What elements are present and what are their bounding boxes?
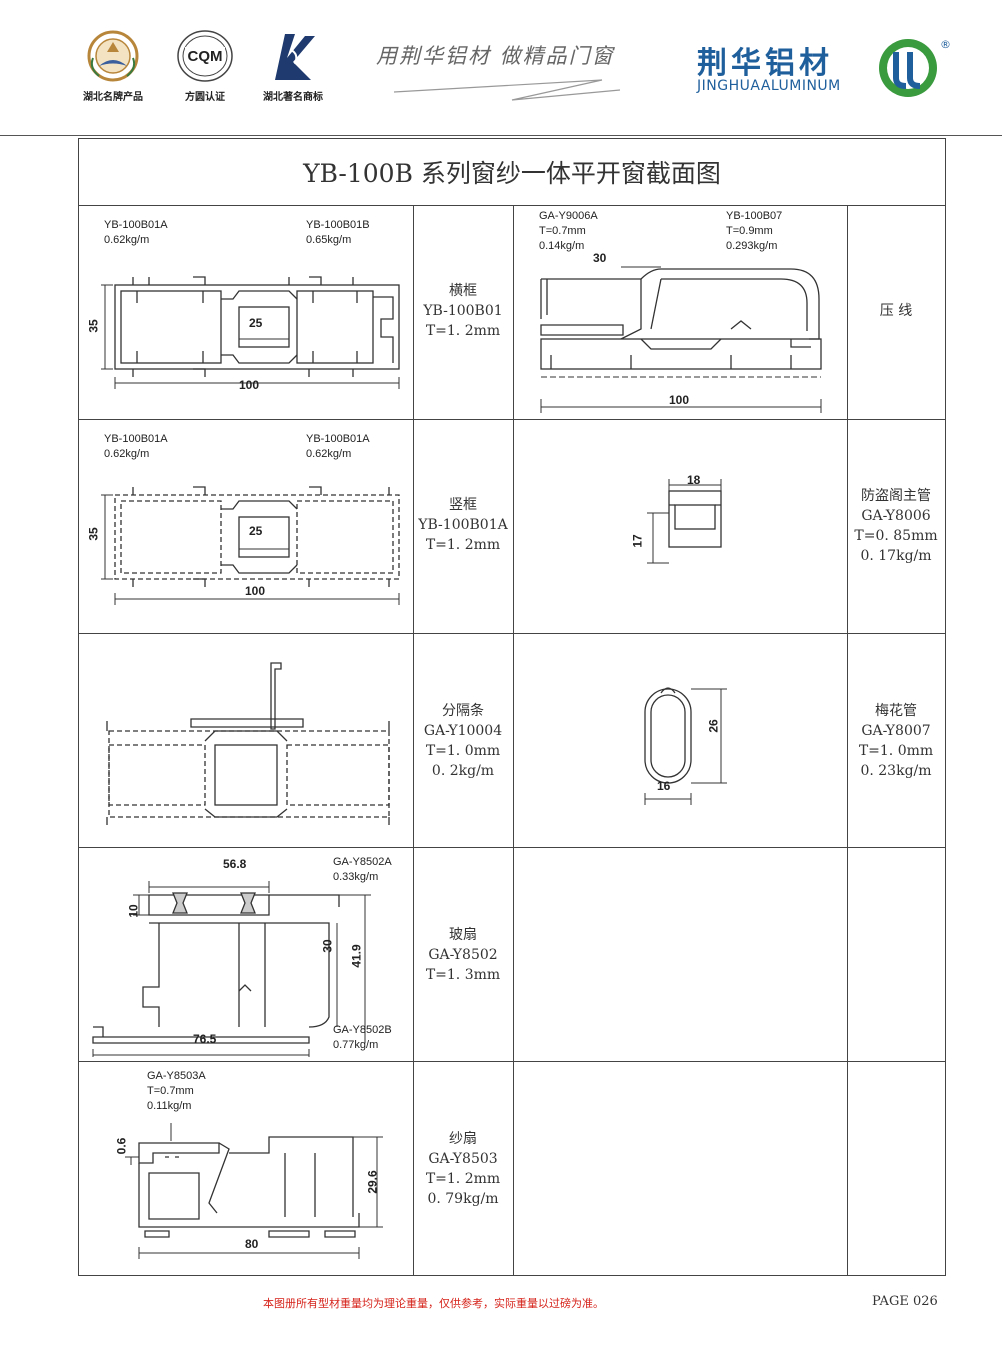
glass-sash-drawing — [92, 881, 371, 1057]
dimension-width: 18 — [687, 473, 701, 487]
jinghua-logo-icon — [879, 39, 937, 97]
dimension-height: 29.6 — [365, 1170, 380, 1194]
grid-line — [79, 633, 945, 634]
footer-note: 本图册所有型材重量均为理论重量，仅供参考，实际重量以过磅为准。 — [263, 1297, 604, 1310]
grid-line — [79, 419, 945, 420]
cqm-certification-icon: CQM — [177, 30, 233, 82]
badge-hubei-trademark: 湖北著名商标 — [248, 28, 338, 103]
grid-line — [847, 205, 848, 1275]
glazing-bead-drawing — [540, 266, 822, 413]
header-divider — [0, 135, 1002, 136]
anti-theft-tube-drawing — [647, 479, 722, 564]
mullion-section-drawing — [101, 486, 400, 605]
dimension-height: 17 — [630, 534, 645, 548]
profile-description: 压 线 — [879, 303, 913, 319]
dimension-small: 0.6 — [114, 1137, 129, 1155]
plum-tube-drawing — [644, 687, 727, 805]
divider-strip-drawing — [106, 662, 390, 825]
brand-name-en: JINGHUAALUMINUM — [697, 78, 841, 94]
dimension-height: 35 — [86, 527, 101, 541]
dimension-width: 80 — [245, 1237, 259, 1251]
grid-line — [79, 847, 945, 848]
dimension-left: 10 — [126, 904, 141, 918]
dimension-width: 100 — [669, 393, 690, 407]
badge-cqm: CQM 方圆认证 — [160, 28, 250, 103]
dimension-width: 16 — [657, 779, 671, 793]
dimension-width: 100 — [239, 378, 260, 392]
dimension-width: 100 — [245, 584, 266, 598]
hubei-trademark-icon — [275, 34, 315, 80]
brand-name-cn: 荆华铝材 — [697, 46, 833, 81]
dimension-gap: 25 — [249, 524, 263, 538]
hubei-brand-medal-icon — [87, 30, 139, 82]
cqm-logo-text: CQM — [188, 48, 223, 65]
dimension-height: 35 — [86, 319, 101, 333]
dimension-bottom: 76.5 — [193, 1032, 217, 1046]
slogan-swoosh — [393, 79, 621, 101]
badge-label: 湖北名牌产品 — [83, 92, 143, 103]
badge-label: 湖北著名商标 — [263, 92, 323, 103]
page-number: PAGE 026 — [872, 1294, 938, 1309]
slogan: 用荆华铝材 做精品门窗 — [376, 44, 615, 68]
frame-section-drawing — [101, 276, 400, 389]
grid-line — [513, 205, 514, 1275]
dimension-right: 41.9 — [349, 944, 364, 968]
grid-line — [79, 1061, 945, 1062]
screen-sash-drawing — [125, 1123, 383, 1259]
registered-mark: ® — [940, 38, 951, 51]
dimension-small: 30 — [593, 251, 607, 265]
badge-label: 方圆认证 — [185, 92, 225, 103]
dimension-height: 26 — [706, 719, 721, 733]
dimension-gap: 25 — [249, 316, 263, 330]
dimension-top: 56.8 — [223, 857, 247, 871]
dimension-mid: 30 — [320, 939, 335, 953]
badge-hubei-brand: 湖北名牌产品 — [68, 28, 158, 103]
page-header: 湖北名牌产品 CQM 方圆认证 湖北著名商标 用荆华铝材 做精品门窗 荆华铝材 … — [0, 0, 1002, 135]
sheet-title: YB-100B 系列窗纱一体平开窗截面图 — [79, 139, 945, 206]
grid-line — [413, 205, 414, 1275]
